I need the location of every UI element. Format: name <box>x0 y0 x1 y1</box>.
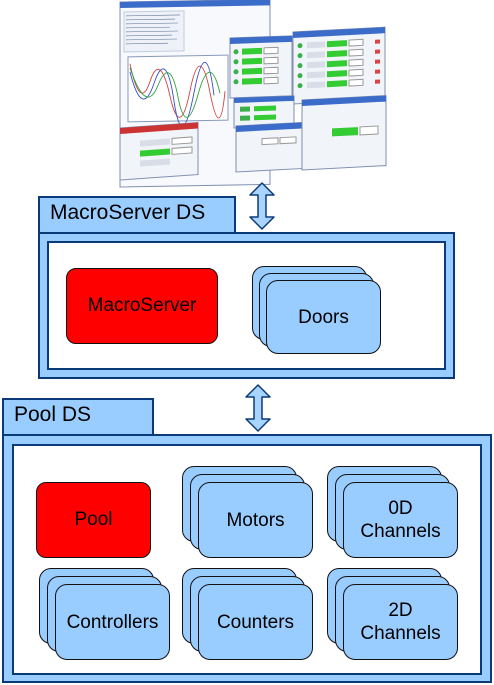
pool-box: Pool <box>36 482 151 558</box>
macroserver-box: MacroServer <box>66 268 218 344</box>
pool-label: Pool <box>74 509 113 530</box>
macroserver-label: MacroServer <box>87 295 197 316</box>
channels-2d-label: 2D Channels <box>360 600 441 644</box>
pool-ds-label: Pool DS <box>14 403 92 426</box>
pool-ds-panel: Pool Motors 0D Channels Controllers Coun… <box>2 434 492 683</box>
motors-label: Motors <box>226 509 285 531</box>
doors-box: Doors <box>266 280 381 354</box>
counters-box: Counters <box>198 584 313 660</box>
pool-ds-inner-area: Pool Motors 0D Channels Controllers Coun… <box>12 444 482 675</box>
controllers-box: Controllers <box>55 584 170 660</box>
motors-box: Motors <box>198 482 313 558</box>
channels-0d-label: 0D Channels <box>360 498 441 542</box>
counters-label: Counters <box>216 611 295 633</box>
gui-screenshot-collage <box>118 0 388 190</box>
macroserver-ds-panel: MacroServer Doors <box>38 232 455 379</box>
top-double-arrow <box>249 182 275 230</box>
macroserver-ds-inner-area: MacroServer Doors <box>47 241 446 370</box>
macroserver-ds-tab: MacroServer DS <box>38 196 236 234</box>
doors-label: Doors <box>298 306 349 328</box>
channels-0d-box: 0D Channels <box>343 482 458 558</box>
pool-ds-tab: Pool DS <box>2 398 154 436</box>
channels-2d-box: 2D Channels <box>343 584 458 660</box>
macroserver-ds-label: MacroServer DS <box>50 201 206 224</box>
controllers-label: Controllers <box>66 611 159 633</box>
middle-double-arrow <box>245 384 271 432</box>
screenshot-collage-art <box>119 0 387 188</box>
